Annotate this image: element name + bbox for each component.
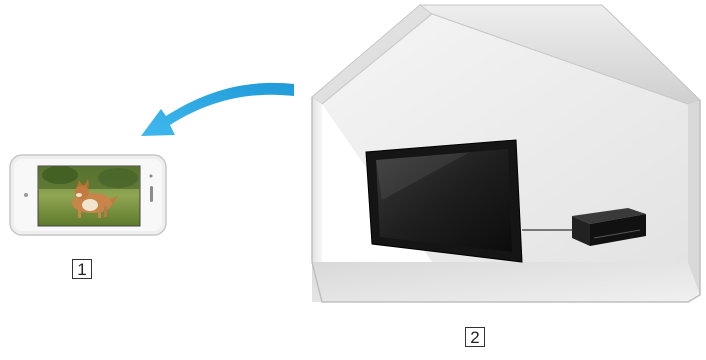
transfer-arrow	[141, 83, 294, 136]
house-left-wall	[312, 97, 322, 262]
house-floor	[312, 262, 700, 302]
home-number-label: 2	[465, 327, 485, 347]
smartphone	[10, 155, 166, 235]
phone-camera	[24, 193, 28, 197]
television	[366, 140, 522, 262]
phone-home-button	[150, 186, 153, 202]
smartphone-number-label: 1	[72, 259, 92, 279]
